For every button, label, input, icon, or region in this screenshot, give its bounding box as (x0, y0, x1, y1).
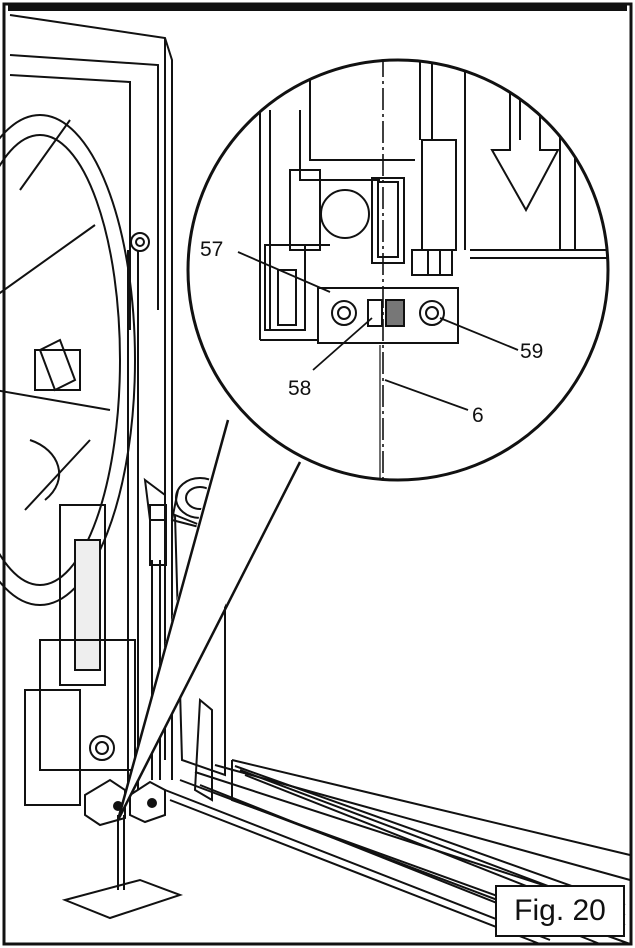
callout-label-58: 58 (288, 377, 311, 400)
leader-58 (312, 317, 373, 371)
magnified-detail-view: 57 58 59 6 (186, 58, 610, 482)
magnifier-callout-cone (116, 419, 302, 821)
guide-block-right (385, 299, 405, 327)
figure-caption-box: Fig. 20 (495, 885, 625, 937)
leader-59 (439, 317, 519, 351)
saw-wheel (0, 114, 136, 606)
band-saw-main-view (0, 14, 631, 945)
guide-bracket (317, 287, 459, 344)
blade-guide-column (24, 250, 167, 806)
bracket-screw-left-icon (331, 300, 357, 326)
guide-block-left (367, 299, 383, 327)
callout-label-6: 6 (472, 404, 484, 427)
callout-label-57: 57 (200, 238, 223, 261)
leader-57 (237, 251, 331, 293)
figure-caption: Fig. 20 (514, 894, 606, 927)
callout-label-59: 59 (520, 340, 543, 363)
leader-6 (384, 379, 469, 411)
set-screw-icon (419, 300, 445, 326)
